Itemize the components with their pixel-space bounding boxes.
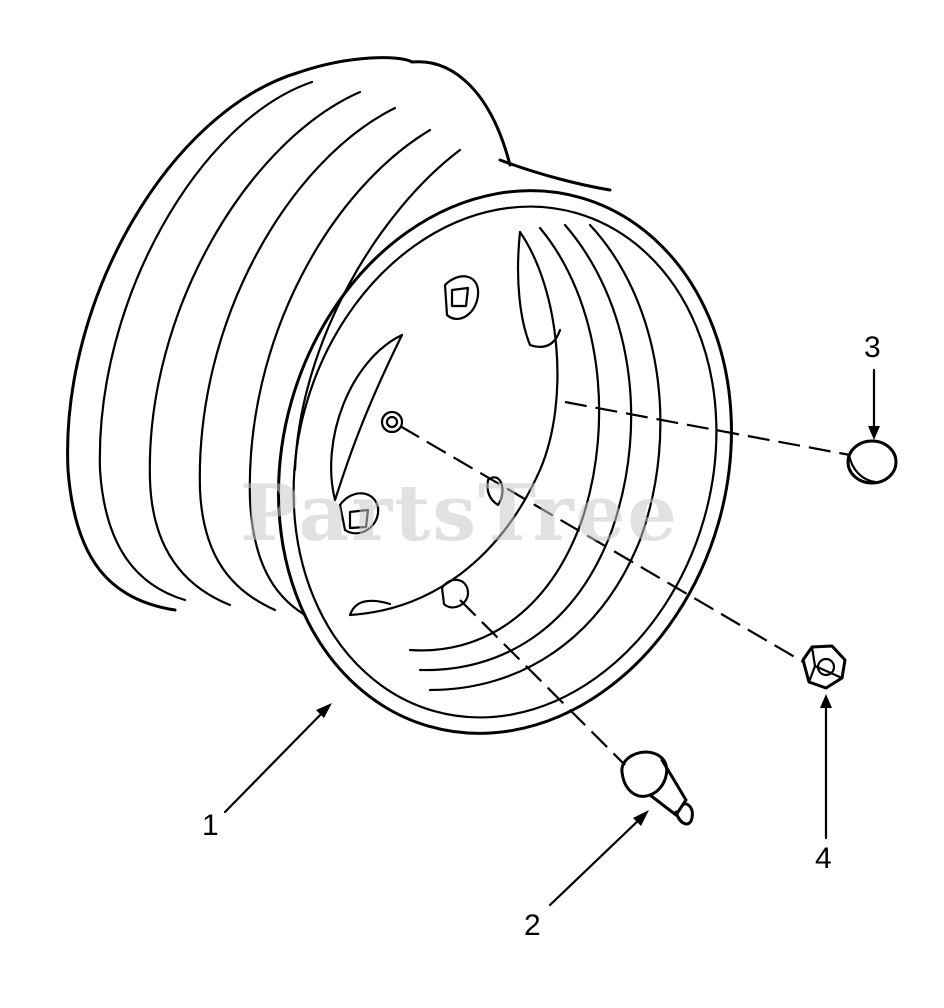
rim-center-hole — [330, 333, 404, 502]
callout-label-1: 1 — [202, 809, 219, 842]
lug-nut-hex — [801, 644, 847, 690]
bolt-hole-bottom — [440, 578, 470, 609]
leader-hub-cap — [564, 400, 851, 457]
wheel-rim — [66, 56, 733, 735]
valve-stem-tip — [674, 802, 694, 826]
callout-label-3: 3 — [864, 331, 881, 364]
bolt-hole-center-inner — [385, 415, 399, 429]
callout-label-2: 2 — [524, 909, 541, 942]
valve-stem-body — [648, 758, 688, 817]
rim-front-lip-inner — [292, 205, 718, 719]
bolt-hole-top — [443, 275, 480, 320]
bolt-hole-left — [338, 492, 380, 535]
callout-arrow-4 — [820, 694, 832, 840]
rim-inner-ring-3 — [408, 226, 601, 652]
rim-shoulder — [498, 158, 612, 192]
leader-lug-nut — [399, 425, 806, 664]
callout-arrow-1 — [223, 703, 332, 814]
rim-bead-seat — [293, 148, 462, 472]
rim-inner-ring-1 — [428, 223, 662, 692]
rim-front-lip-outer — [277, 189, 733, 735]
leader-valve-stem — [459, 599, 626, 766]
rim-groove-3 — [248, 128, 432, 617]
valve-stem-base — [620, 750, 669, 798]
rim-center-disc-edge — [348, 230, 562, 617]
hub-cap — [846, 439, 898, 485]
callout-arrow-3 — [868, 368, 880, 440]
rim-groove-2 — [198, 106, 397, 612]
rim-back-flange — [66, 56, 512, 612]
callout-label-4: 4 — [815, 842, 832, 875]
hub-cap-rim — [847, 453, 877, 484]
rim-back-flange-inner — [98, 80, 314, 602]
lug-nut-facet — [807, 645, 844, 684]
rim-inner-ring-2 — [418, 223, 633, 672]
callout-arrow-2 — [548, 810, 649, 907]
watermark: PartsTree — [240, 468, 679, 559]
bolt-hole-center — [380, 410, 404, 434]
rim-valve-boss — [486, 476, 504, 507]
valve-stem — [620, 750, 694, 826]
rim-groove-1 — [148, 90, 362, 607]
hub-cap-outline — [846, 439, 898, 485]
lug-nut — [801, 644, 847, 690]
rim-center-disc — [348, 230, 559, 617]
